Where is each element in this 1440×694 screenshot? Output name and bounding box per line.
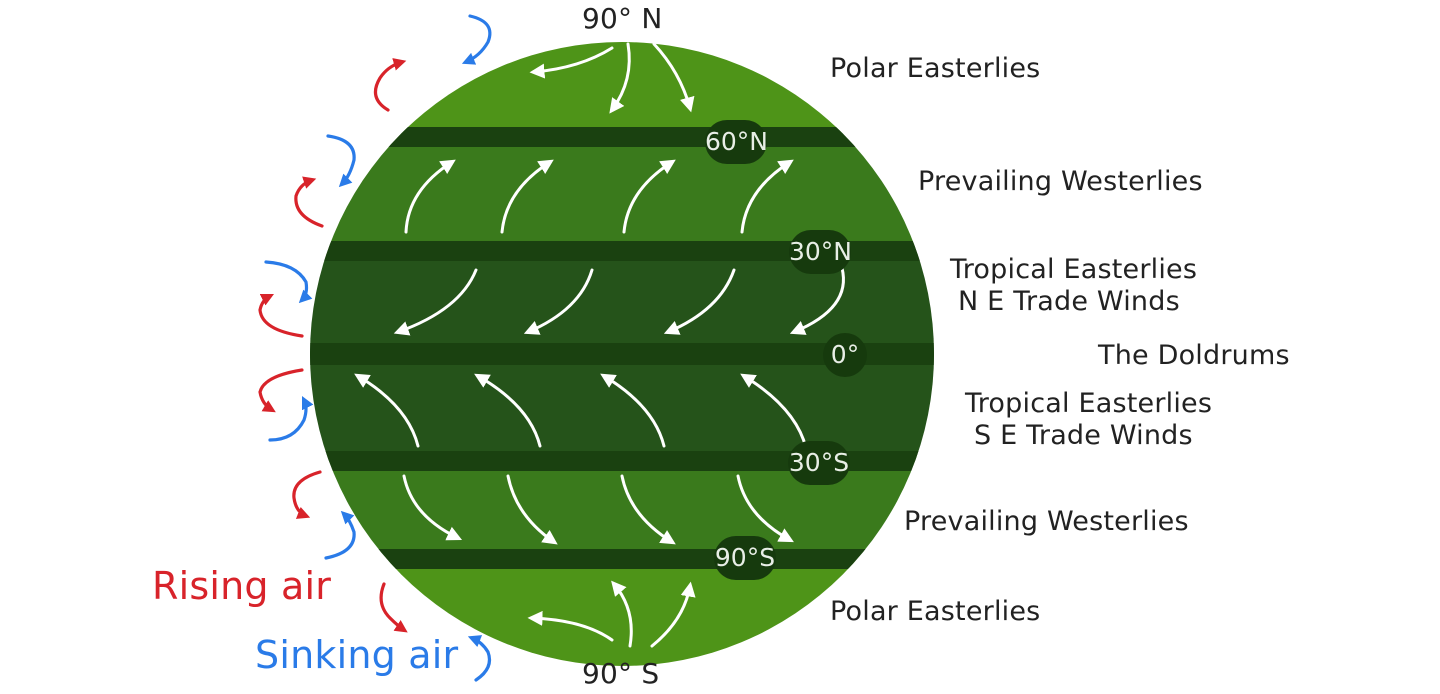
latitude-label-30s: 30°S (788, 441, 850, 485)
sinking-air-arrow (324, 510, 356, 560)
wind-arrow (740, 159, 794, 234)
north-pole-label: 90° N (582, 2, 663, 35)
wind-arrow (404, 159, 456, 234)
sinking-air-arrow (264, 260, 313, 304)
wind-arrow (740, 373, 808, 450)
prevailing-westerlies-south-label: Prevailing Westerlies (904, 506, 1189, 537)
rising-air-arrow (379, 582, 408, 633)
band-equator (310, 343, 934, 365)
wind-arrow (600, 373, 666, 448)
wind-arrow (393, 268, 478, 336)
wind-arrow (620, 474, 676, 545)
wind-arrow (529, 46, 614, 79)
sinking-air-arrow (326, 134, 356, 188)
tropical-easterlies-north-label: Tropical Easterlies (950, 254, 1198, 285)
wind-arrow (500, 159, 554, 234)
rising-air-legend: Rising air (152, 564, 332, 608)
sinking-air-arrow (461, 14, 492, 65)
rising-air-arrow (258, 368, 304, 413)
ne-trade-winds-label: N E Trade Winds (958, 286, 1180, 317)
sinking-air-arrow (467, 635, 492, 682)
band-60n (310, 127, 934, 147)
wind-arrow (527, 610, 614, 642)
wind-arrow (506, 474, 558, 545)
latitude-label-90s: 90°S (714, 536, 776, 580)
south-pole-label: 90° S (582, 657, 660, 690)
polar-easterlies-north-label: Polar Easterlies (830, 53, 1041, 84)
wind-arrow (736, 474, 794, 543)
band-30s (310, 451, 934, 471)
wind-arrow (611, 580, 633, 648)
prevailing-westerlies-north-label: Prevailing Westerlies (918, 166, 1203, 197)
sinking-air-legend: Sinking air (255, 633, 459, 677)
wind-arrow (650, 581, 696, 648)
tropical-easterlies-south-label: Tropical Easterlies (965, 388, 1213, 419)
rising-air-arrow (294, 176, 324, 228)
wind-arrows (354, 42, 845, 648)
wind-arrow (609, 42, 631, 114)
se-trade-winds-label: S E Trade Winds (974, 420, 1193, 451)
wind-arrow (523, 268, 594, 335)
wind-arrow (402, 474, 463, 541)
band-60s (310, 549, 934, 569)
wind-arrow (652, 42, 695, 113)
latitude-label-equator: 0° (823, 333, 867, 377)
wind-arrow (789, 266, 845, 335)
wind-arrow (354, 373, 420, 448)
air-curls (258, 14, 492, 682)
rising-air-arrow (292, 470, 322, 519)
wind-arrow (663, 268, 736, 335)
sinking-air-arrow (268, 395, 314, 442)
doldrums-label: The Doldrums (1098, 340, 1290, 371)
rising-air-arrow (258, 293, 304, 338)
rising-air-arrow (373, 58, 407, 112)
latitude-label-30n: 30°N (789, 230, 852, 274)
polar-easterlies-south-label: Polar Easterlies (830, 596, 1041, 627)
wind-arrow (622, 159, 676, 234)
wind-arrow (474, 373, 542, 448)
band-30n (310, 241, 934, 261)
zone-westerlies-north (310, 130, 934, 245)
latitude-label-60n: 60°N (705, 120, 768, 164)
